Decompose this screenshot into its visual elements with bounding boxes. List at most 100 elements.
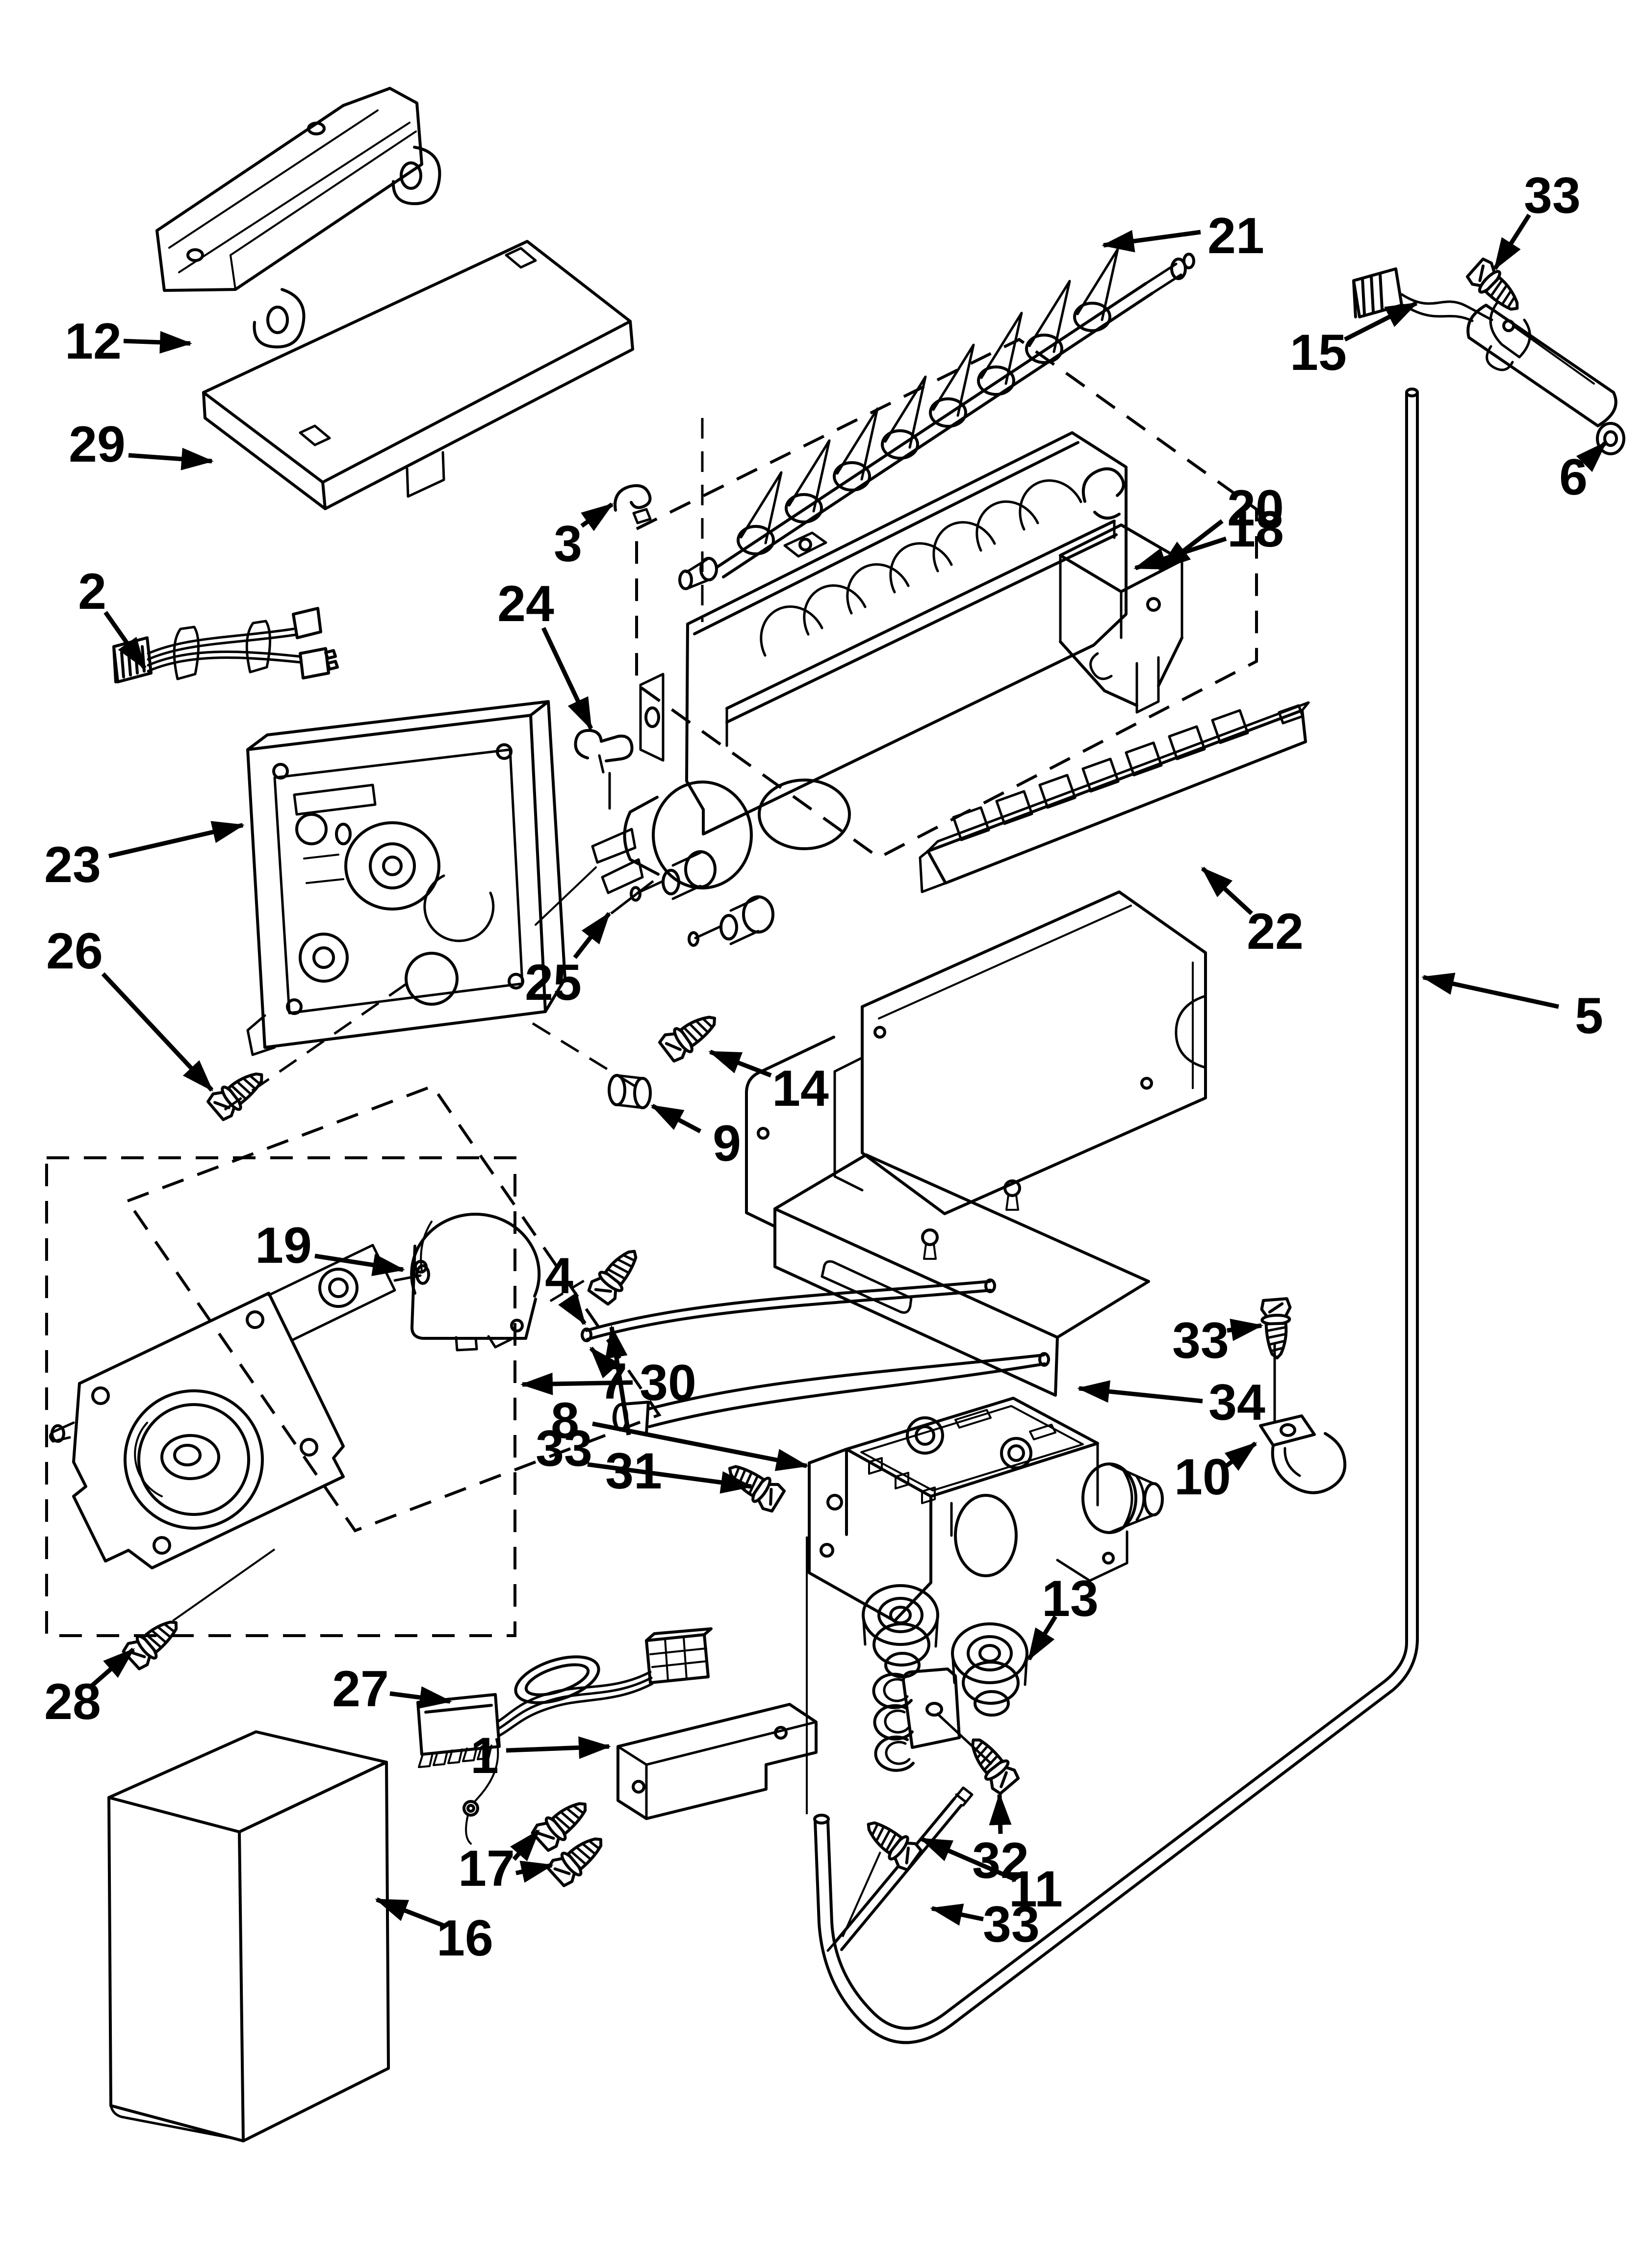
gear-plate-30-path — [72, 1292, 345, 1569]
spacer-9-path — [616, 1074, 644, 1109]
fill-tube-assembly-15-path — [1400, 293, 1493, 322]
wiring-harness-2-path — [292, 607, 339, 679]
callout-arrow — [1224, 1441, 1257, 1471]
callout-22: 22 — [1201, 866, 1304, 960]
drain-rail-11-path — [953, 1786, 974, 1807]
callout-arrow — [1421, 972, 1559, 1009]
tube-4-path — [585, 1280, 992, 1341]
harness-27-path — [416, 1693, 501, 1756]
ice-ejector-21-ellipse — [1170, 258, 1187, 280]
part-number-label: 33 — [983, 1896, 1040, 1953]
part-number-label: 1 — [470, 1727, 499, 1784]
module-housing-23-ellipse — [335, 823, 352, 845]
spacer-9 — [608, 1074, 652, 1109]
mounting-bracket-34-path — [1175, 994, 1207, 1069]
callout-11: 11 — [919, 1836, 1063, 1918]
callout-23: 23 — [44, 821, 245, 893]
callout-arrow — [989, 1793, 1012, 1834]
part-number-label: 22 — [1247, 903, 1304, 960]
gear-plate-30-circle — [91, 1386, 110, 1405]
callout-18: 18 — [1133, 501, 1284, 571]
callout-32: 32 — [972, 1793, 1029, 1889]
callout-arrow — [314, 1253, 405, 1277]
gear-plate-30-circle — [137, 1403, 250, 1516]
callout-3: 3 — [554, 502, 614, 573]
callout-arrow — [1227, 1318, 1263, 1341]
fill-tube-assembly-15 — [1352, 267, 1617, 427]
wiring-harness-2-path — [173, 626, 200, 680]
icemaker-mold-18-path — [671, 851, 702, 900]
callout-arrow — [592, 1421, 809, 1471]
callout-arrow — [589, 1347, 620, 1379]
part-number-label: 14 — [772, 1060, 829, 1117]
callout-25: 25 — [525, 912, 611, 1011]
ice-ejector-21-path — [716, 282, 1154, 578]
callout-arrow — [1077, 1380, 1203, 1404]
part-number-label: 30 — [640, 1355, 696, 1411]
callout-arrow — [708, 1049, 772, 1078]
cover-box-16-path — [238, 1761, 390, 2142]
gear-plate-30-path — [134, 1422, 163, 1497]
wire-clip-3 — [614, 484, 652, 524]
drain-rail-11-path — [826, 1941, 836, 1952]
callout-arrow — [650, 1104, 702, 1133]
part-number-label: 18 — [1227, 501, 1284, 558]
callout-arrow — [510, 1829, 540, 1861]
leader-lines-layer — [45, 338, 1276, 1937]
icemaker-mold-18-ellipse — [684, 850, 717, 888]
water-valve-8-path — [954, 1409, 1056, 1440]
icemaker-mold-18-path — [760, 479, 1082, 657]
fill-tube-assembly-15-path — [1466, 304, 1617, 427]
part-number-label: 33 — [1524, 167, 1581, 224]
icemaker-cover-hinge-12-ellipse — [186, 248, 204, 262]
clamp-plate-13-path — [885, 1741, 911, 1765]
dashed-outline-18 — [635, 338, 1258, 860]
fill-cup-20-path — [1089, 652, 1113, 680]
part-number-label: 13 — [1042, 1570, 1099, 1627]
ice-ejector-21-ellipse — [678, 570, 693, 590]
icemaker-mold-18-path — [1071, 431, 1128, 647]
part-number-label: 27 — [332, 1661, 389, 1718]
icemaker-cover-hinge-12-path — [253, 288, 306, 349]
part-number-label: 11 — [1009, 1861, 1063, 1918]
mounting-bracket-34-path — [861, 890, 1207, 1215]
callout-26: 26 — [46, 923, 214, 1092]
water-tube-5-path — [814, 392, 1419, 2044]
callout-27: 27 — [332, 1661, 452, 1718]
screw-icon — [859, 1814, 923, 1873]
callout-arrow — [515, 1860, 554, 1883]
gear-plate-30-ellipse — [415, 1264, 430, 1285]
callout-arrow — [930, 1903, 984, 1926]
icemaker-mold-18-path — [639, 673, 665, 762]
gear-plate-30-path — [49, 1421, 75, 1443]
callout-arrow — [1576, 441, 1608, 472]
gear-plate-30 — [49, 1244, 430, 1569]
drive-motor-19-ellipse — [510, 1319, 524, 1332]
clamp-plate-13-path — [902, 1668, 961, 1749]
drive-motor-19-path — [410, 1212, 541, 1298]
axis-screw31 — [549, 1275, 592, 1303]
water-valve-8-ellipse — [962, 1661, 1020, 1705]
motor-plug-25-path — [623, 796, 660, 876]
tube-clamp-10-ellipse — [1280, 1423, 1296, 1437]
gear-plate-30-ellipse — [51, 1424, 65, 1443]
screw-icon — [587, 1242, 645, 1306]
callout-arrow — [101, 972, 214, 1092]
icemaker-mold-18-ellipse — [719, 914, 738, 940]
callout-arrow — [580, 502, 614, 531]
mounting-bracket-34-path — [878, 905, 1194, 1089]
ice-stripper-22-path — [1278, 704, 1304, 725]
part-number-label: 6 — [1559, 449, 1588, 506]
part-number-label: 33 — [536, 1420, 592, 1477]
module-housing-23-path — [273, 748, 524, 1015]
ice-ejector-21-ellipse — [1182, 253, 1195, 269]
tube-clamp-10-path — [1271, 1432, 1347, 1494]
water-valve-8-path — [808, 1448, 932, 1622]
part-number-label: 33 — [1172, 1312, 1229, 1369]
wiring-harness-2 — [112, 607, 339, 683]
callout-28: 28 — [44, 1647, 135, 1730]
mounting-bracket-34-path — [833, 1056, 864, 1192]
harness-27-circle — [462, 1800, 479, 1817]
ice-ejector-21-path — [740, 471, 783, 545]
callout-arrow — [1493, 213, 1531, 271]
